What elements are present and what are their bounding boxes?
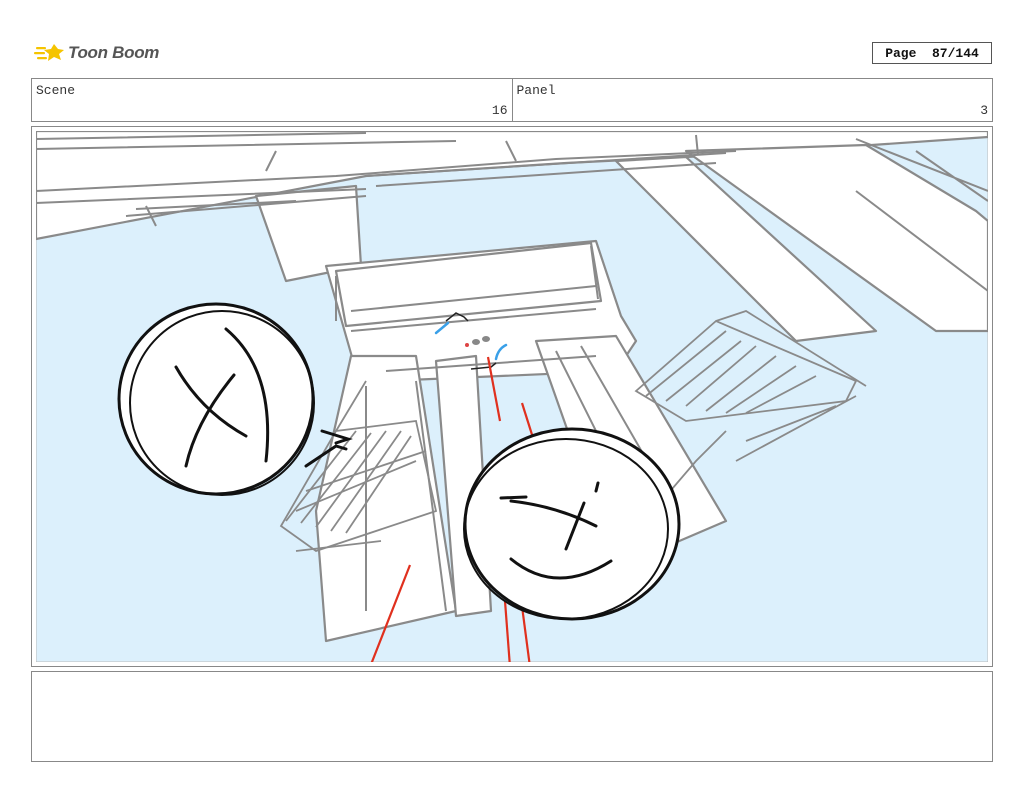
left-character-head (117, 302, 353, 496)
panel-label: Panel (516, 83, 556, 98)
panel-sketch (36, 131, 988, 662)
left-crane (279, 380, 438, 552)
tower-detail (335, 245, 677, 612)
logo-text: Toon Boom (68, 43, 160, 62)
right-character-head (463, 427, 681, 621)
panel-number: 3 (980, 103, 988, 118)
toon-boom-star-icon (34, 44, 64, 61)
scene-cell: Scene 16 (32, 79, 512, 121)
panel-notes-box (31, 671, 993, 762)
bridge-figures (445, 312, 497, 370)
page-counter: Page 87/144 (872, 42, 992, 64)
scene-number: 16 (491, 103, 508, 118)
storyboard-panel (31, 126, 993, 667)
header-row: Scene 16 Panel 3 (31, 78, 993, 122)
central-tower (314, 239, 728, 643)
scene-label: Scene (36, 83, 76, 98)
panel-cell: Panel 3 (511, 79, 993, 121)
right-crane (634, 310, 867, 532)
blue-motion-arrows (434, 321, 508, 361)
upper-structure (36, 131, 988, 343)
upper-structure-detail (36, 132, 988, 292)
toon-boom-logo: Toon Boom (34, 38, 159, 68)
